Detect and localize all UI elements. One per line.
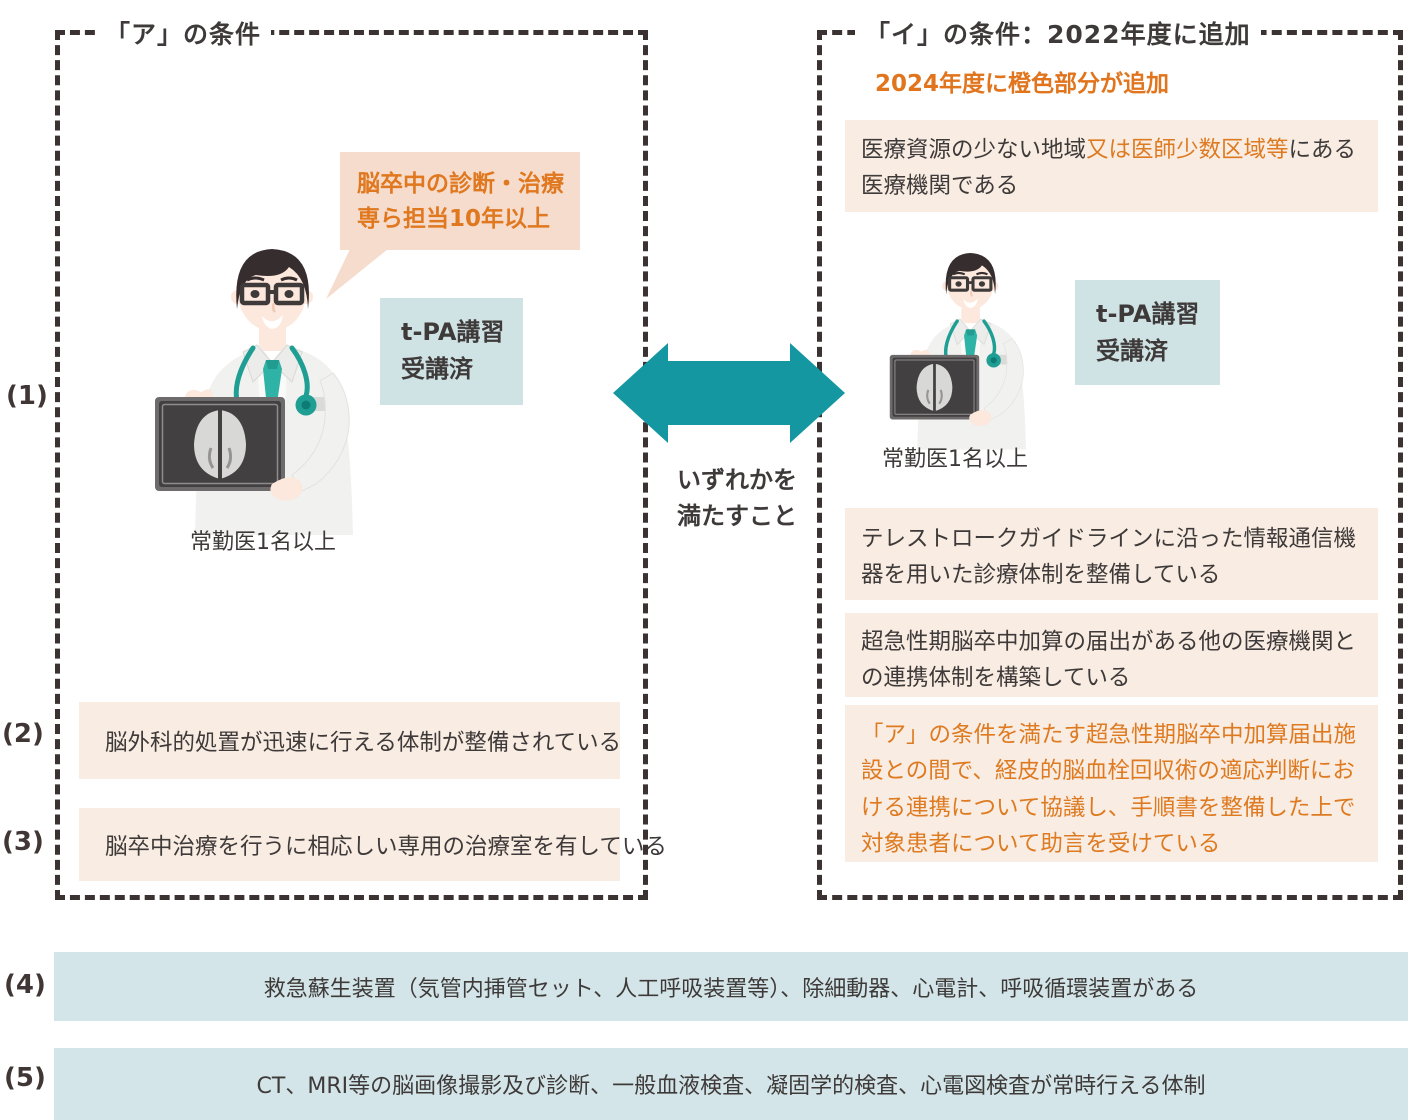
right-box-4: 「ア」の条件を満たす超急性期脳卒中加算届出施設との間で、経皮的脳血栓回収術の適応… xyxy=(845,705,1378,862)
left-item-2-box: 脳外科的処置が迅速に行える体制が整備されている xyxy=(79,702,621,779)
doctor-caption-left: 常勤医1名以上 xyxy=(190,530,336,555)
double-arrow-icon xyxy=(613,343,845,443)
doctor-caption-right: 常勤医1名以上 xyxy=(882,447,1028,472)
condition-a-panel xyxy=(55,30,648,900)
doctor-illustration-left xyxy=(135,245,385,535)
right-box1-highlight: 又は医師少数区域等 xyxy=(1086,137,1289,163)
arrow-caption-line1: いずれかを xyxy=(677,466,797,494)
tpa-left-line2: 受講済 xyxy=(401,355,473,384)
condition-a-title: 「ア」の条件 xyxy=(95,15,272,51)
speech-bubble-tail xyxy=(326,249,388,299)
arrow-caption: いずれかを 満たすこと xyxy=(677,462,797,534)
tpa-right-line2: 受講済 xyxy=(1096,337,1168,366)
right-box-3: 超急性期脳卒中加算の届出がある他の医療機関との連携体制を構築している xyxy=(845,613,1378,697)
row-number-2: (2) xyxy=(2,719,44,749)
row-number-1: (1) xyxy=(6,381,48,411)
row-number-3: (3) xyxy=(2,827,44,857)
right-box-2: テレストロークガイドラインに沿った情報通信機器を用いた診療体制を整備している xyxy=(845,508,1378,600)
tpa-left-line1: t-PA講習 xyxy=(401,318,505,346)
speech-bubble-line1: 脳卒中の診断・治療 xyxy=(357,171,564,197)
bottom-band-4: 救急蘇生装置（気管内挿管セット、人工呼吸装置等）、除細動器、心電計、呼吸循環装置… xyxy=(54,952,1408,1021)
bottom-band-5: CT、MRI等の脳画像撮影及び診断、一般血液検査、凝固学的検査、心電図検査が常時… xyxy=(54,1048,1408,1120)
arrow-caption-line2: 満たすこと xyxy=(677,502,797,530)
tpa-box-left: t-PA講習 受講済 xyxy=(380,298,523,405)
right-box1-pre: 医療資源の少ない地域 xyxy=(861,137,1087,163)
row-number-5: (5) xyxy=(4,1063,46,1093)
doctor-illustration-right xyxy=(876,250,1048,450)
right-box-1: 医療資源の少ない地域又は医師少数区域等にある医療機関である xyxy=(845,120,1378,212)
tpa-box-right: t-PA講習 受講済 xyxy=(1075,280,1220,385)
condition-i-subtitle: 2024年度に橙色部分が追加 xyxy=(875,71,1170,97)
speech-bubble-line2: 専ら担当10年以上 xyxy=(357,205,551,232)
condition-i-title: 「イ」の条件：2022年度に追加 xyxy=(855,15,1261,51)
left-item-3-box: 脳卒中治療を行うに相応しい専用の治療室を有している xyxy=(79,808,667,881)
right-box1-post: にある医療機関である xyxy=(861,137,1357,199)
speech-bubble: 脳卒中の診断・治療 専ら担当10年以上 xyxy=(340,152,580,250)
row-number-4: (4) xyxy=(4,970,46,1000)
tpa-right-line1: t-PA講習 xyxy=(1096,300,1200,328)
